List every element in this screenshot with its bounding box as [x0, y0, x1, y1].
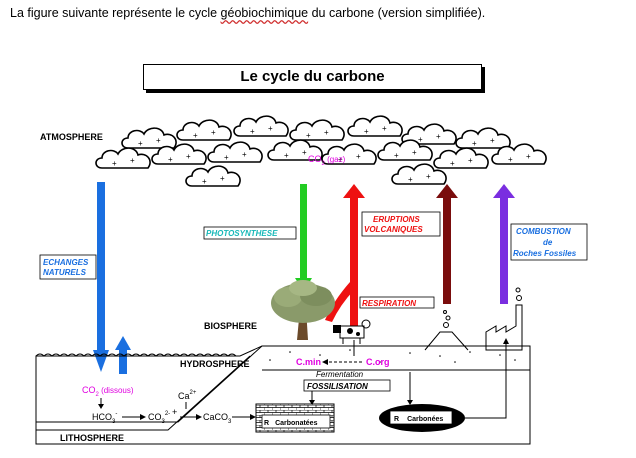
- intro-text: La figure suivante représente le cycle g…: [10, 6, 485, 20]
- combustion-arrow: [493, 184, 515, 304]
- ground-outline: [35, 345, 531, 445]
- label-fossilisation: FOSSILISATION: [307, 382, 368, 391]
- label-co2-gaz: CO2 (gaz): [308, 154, 346, 167]
- label-corg: C.org: [366, 357, 390, 367]
- label-eruptions-2: VOLCANIQUES: [364, 225, 423, 234]
- label-cmin: C.min: [296, 357, 321, 367]
- label-combustion-2: de: [543, 238, 553, 247]
- label-combustion-3: Roches Fossiles: [513, 249, 577, 258]
- label-atmosphere: ATMOSPHERE: [40, 132, 103, 142]
- label-biosphere: BIOSPHERE: [204, 321, 257, 331]
- label-co2-dissous: CO2 (dissous): [82, 385, 134, 398]
- respiration-arrow: [325, 184, 365, 328]
- label-plus: +: [172, 407, 177, 417]
- label-respiration: RESPIRATION: [362, 299, 416, 308]
- label-echanges-2: NATURELS: [43, 268, 87, 277]
- volcan-arrow: [436, 184, 458, 304]
- cow-icon: [333, 319, 371, 344]
- label-echanges-1: ECHANGES: [43, 258, 89, 267]
- tree-icon: [271, 280, 335, 340]
- diagram-title: Le cycle du carbone: [143, 64, 482, 90]
- factory-icon: [485, 287, 523, 351]
- volcano-icon: [424, 310, 469, 351]
- label-hco3: HCO3-: [92, 411, 117, 425]
- intro-word: géobiochimique: [220, 6, 309, 20]
- label-lithosphere: LITHOSPHERE: [60, 433, 124, 443]
- photosynthese-arrow: [295, 184, 312, 292]
- label-hydrosphere: HYDROSPHERE: [180, 359, 250, 369]
- label-combustion-1: COMBUSTION: [516, 227, 571, 236]
- combustion-return-line: [465, 342, 507, 419]
- label-caco3: CaCO3: [203, 412, 232, 425]
- intro-after: du carbone (version simplifiée).: [308, 6, 486, 20]
- echanges-up-arrow: [115, 336, 131, 374]
- label-photosynthese: PHOTOSYNTHESE: [206, 229, 278, 238]
- label-ca: Ca2+: [178, 390, 197, 401]
- intro-before: La figure suivante représente le cycle: [10, 6, 221, 20]
- label-co3: CO32-: [148, 411, 170, 425]
- atmosphere-clouds: [95, 115, 547, 187]
- label-eruptions-1: ERUPTIONS: [373, 215, 420, 224]
- label-fermentation: Fermentation: [316, 370, 364, 379]
- sediment-dots: [269, 349, 516, 363]
